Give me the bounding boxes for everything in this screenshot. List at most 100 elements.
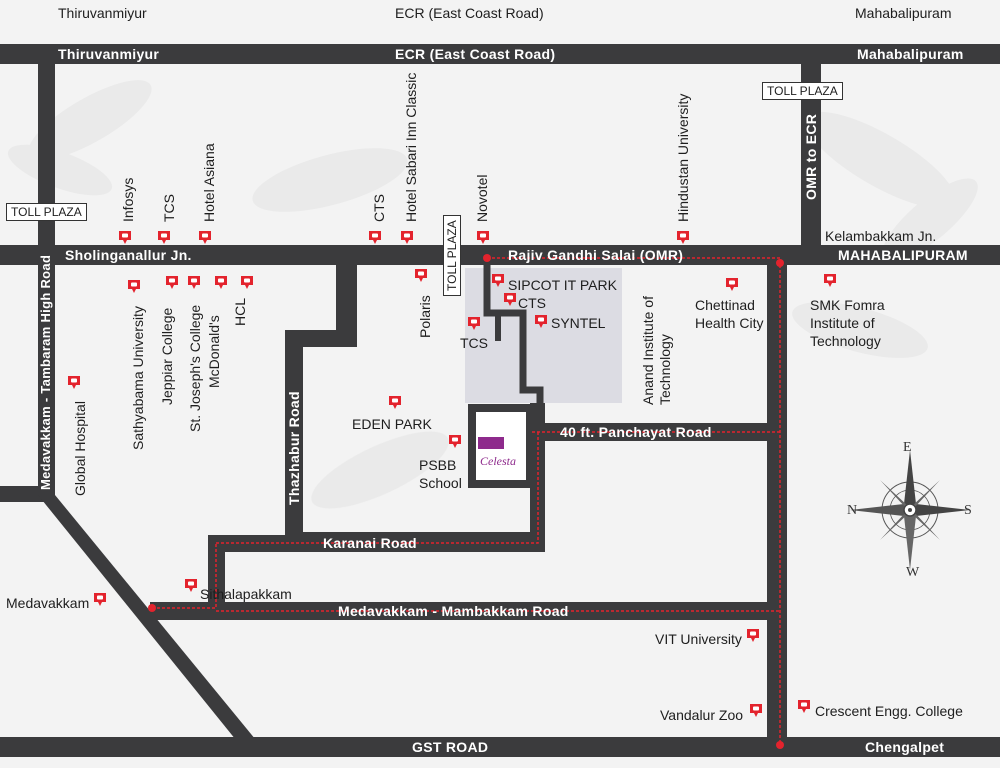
label-psbb-1: PSBB xyxy=(419,457,457,473)
pin-icon-cts-site xyxy=(504,293,516,306)
compass-south: S xyxy=(964,503,972,518)
pin-icon-hcl xyxy=(241,276,253,289)
route-dot-east xyxy=(776,259,784,267)
route-dot-gst xyxy=(776,741,784,749)
medavakkam-tambaram-road xyxy=(38,55,55,495)
label-jeppiar: Jeppiar College xyxy=(159,307,175,405)
label-sithalapakkam: Sithalapakkam xyxy=(200,586,292,602)
road-label-mahabalipuram: MAHABALIPURAM xyxy=(838,247,968,263)
label-kelambakkam: Kelambakkam Jn. xyxy=(825,228,937,244)
label-st-josephs: St. Joseph's College xyxy=(187,304,203,432)
label-cts-top: CTS xyxy=(371,194,387,222)
route-mambakkam xyxy=(152,543,217,609)
toll-plaza-sholinganallur: TOLL PLAZA xyxy=(6,203,87,221)
compass-north: N xyxy=(847,503,858,518)
pin-icon-sathyabama xyxy=(128,280,140,293)
label-hotel-asiana: Hotel Asiana xyxy=(201,143,217,222)
label-chettinad-2: Health City xyxy=(695,315,764,331)
label-hotel-sabari: Hotel Sabari Inn Classic xyxy=(403,72,419,222)
pin-icon-st-josephs xyxy=(188,276,200,289)
label-eden-park: EDEN PARK xyxy=(352,416,432,432)
pin-icon-chettinad xyxy=(726,278,738,291)
thazhabur-road-shape xyxy=(208,255,545,610)
road-label-ecr-center: ECR (East Coast Road) xyxy=(395,46,556,62)
omr-road xyxy=(0,245,1000,265)
pin-icon-smk xyxy=(824,274,836,287)
label-hcl: HCL xyxy=(232,297,248,326)
road-label-gst: GST ROAD xyxy=(412,739,489,755)
pin-icon-vandalur xyxy=(750,704,762,717)
label-anand-line1: Anand Institute of Technology xyxy=(640,296,673,405)
label-mcdonalds: McDonald's xyxy=(206,315,222,388)
label-polaris: Polaris xyxy=(417,295,433,338)
label-crescent: Crescent Engg. College xyxy=(815,703,963,719)
sipcot-lane xyxy=(483,265,544,403)
top-label-thiruvanmiyur: Thiruvanmiyur xyxy=(58,5,147,21)
route-path xyxy=(487,257,781,745)
west-stub-road xyxy=(0,486,50,502)
top-label-mahabalipuram: Mahabalipuram xyxy=(855,5,952,21)
pin-icon-hotel-asiana xyxy=(199,231,211,244)
road-label-medavakkam-tambaram: Medavakkam - Tambaram High Road xyxy=(38,254,53,490)
pin-icon-novotel xyxy=(477,231,489,244)
label-smk-1: SMK Fomra xyxy=(810,297,885,313)
pin-icon-jeppiar xyxy=(166,276,178,289)
route-dot-west xyxy=(148,604,156,612)
road-label-mambakkam: Medavakkam - Mambakkam Road xyxy=(338,603,569,619)
project-logo-text: Celesta xyxy=(480,454,516,468)
pin-icon-hindustan xyxy=(677,231,689,244)
toll-plaza-omr-ecr: TOLL PLAZA xyxy=(762,82,843,100)
east-vertical-road xyxy=(767,255,787,755)
compass-east: E xyxy=(903,440,912,455)
pin-icon-crescent xyxy=(798,700,810,713)
omr-to-ecr-road xyxy=(801,55,821,255)
label-chettinad-1: Chettinad xyxy=(695,297,755,313)
pin-icon-mcdonalds xyxy=(215,276,227,289)
label-sathyabama: Sathyabama University xyxy=(130,306,146,450)
pin-icon-syntel xyxy=(535,315,547,328)
ecr-road xyxy=(0,44,1000,64)
pin-icon-polaris xyxy=(415,269,427,282)
pin-icon-cts-top xyxy=(369,231,381,244)
road-label-sholinganallur: Sholinganallur Jn. xyxy=(65,247,192,263)
road-label-thazhabur: Thazhabur Road xyxy=(286,391,302,505)
label-medavakkam: Medavakkam xyxy=(6,595,90,611)
gst-road xyxy=(0,737,1000,757)
label-smk-2: Institute of xyxy=(810,315,875,331)
road-label-chengalpet: Chengalpet xyxy=(865,739,945,755)
label-vandalur: Vandalur Zoo xyxy=(660,707,744,723)
pin-icon-global-hospital xyxy=(68,376,80,389)
diagonal-road xyxy=(38,495,260,745)
label-tcs-top: TCS xyxy=(161,194,177,222)
mambakkam-road xyxy=(150,602,780,620)
label-hindustan-university: Hindustan University xyxy=(675,93,691,222)
road-label-omr-to-ecr: OMR to ECR xyxy=(803,113,819,200)
road-label-omr: Rajiv Gandhi Salai (OMR) xyxy=(508,247,684,263)
sipcot-lane-stub xyxy=(495,313,501,341)
pin-icon-tcs-site xyxy=(468,317,480,330)
pin-icon-tcs-top xyxy=(158,231,170,244)
pin-icon-sithalapakkam xyxy=(185,579,197,592)
pin-icon-psbb xyxy=(449,435,461,448)
pin-icon-infosys xyxy=(119,231,131,244)
label-sipcot: SIPCOT IT PARK xyxy=(508,277,617,293)
label-cts-site: CTS xyxy=(518,295,546,311)
pin-icon-eden-park xyxy=(389,396,401,409)
label-syntel: SYNTEL xyxy=(551,315,606,331)
compass-rose xyxy=(850,450,970,570)
pin-icon-hotel-sabari xyxy=(401,231,413,244)
label-psbb-2: School xyxy=(419,475,462,491)
label-global-hospital: Global Hospital xyxy=(72,401,88,496)
compass-west: W xyxy=(906,565,920,580)
route-dot-omr xyxy=(483,254,491,262)
pin-icon-vit xyxy=(747,629,759,642)
label-novotel: Novotel xyxy=(474,174,490,222)
it-park-area xyxy=(465,268,622,403)
label-infosys: Infosys xyxy=(120,177,136,222)
pin-icon-sipcot xyxy=(492,274,504,287)
label-smk-3: Technology xyxy=(810,333,881,349)
road-label-karanai: Karanai Road xyxy=(323,535,417,551)
road-label-panchayat: 40 ft. Panchayat Road xyxy=(560,424,712,440)
